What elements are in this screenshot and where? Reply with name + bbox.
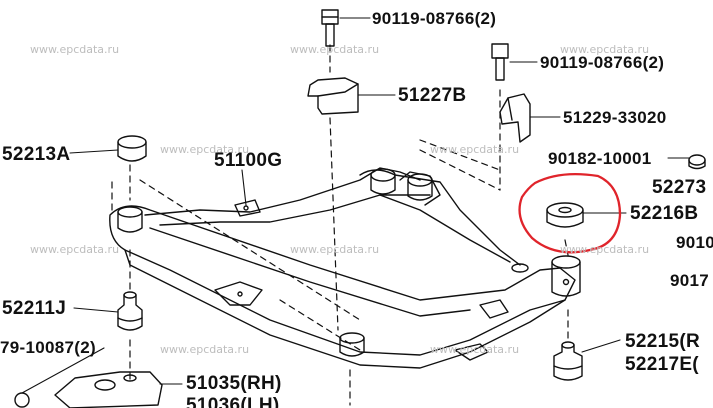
watermark: www.epcdata.ru: [560, 43, 650, 56]
callout-51100: 51100G: [214, 150, 283, 171]
dashed-leaders: [111, 44, 569, 406]
callout-9010: 9010: [676, 233, 713, 252]
callout-90119-top: 90119-08766(2): [372, 9, 497, 28]
watermark: www.epcdata.ru: [560, 243, 650, 256]
cushion-52216: [546, 202, 584, 228]
bracket-51229: [499, 93, 531, 143]
callout-52273: 52273: [652, 177, 707, 198]
watermark: www.epcdata.ru: [430, 143, 520, 156]
highlight-circle: [518, 172, 622, 254]
callout-51035: 51035(RH): [186, 373, 282, 394]
watermark: www.epcdata.ru: [290, 43, 380, 56]
cushion-52211: [117, 291, 143, 331]
cushion-52215: [553, 341, 583, 381]
washer-90179: [14, 392, 30, 408]
callout-51036: 51036(LH): [186, 395, 280, 408]
callout-90182: 90182-10001: [548, 149, 652, 168]
callout-9017: 9017: [670, 271, 710, 290]
subframe-51100: [109, 167, 581, 369]
bolt-right: [491, 43, 509, 81]
watermark: www.epcdata.ru: [430, 343, 520, 356]
callout-51227: 51227B: [398, 85, 467, 106]
callout-52213: 52213A: [2, 144, 71, 165]
watermark: www.epcdata.ru: [30, 243, 120, 256]
bolt-top: [321, 9, 339, 47]
watermark: www.epcdata.ru: [160, 343, 250, 356]
callout-90119-right: 90119-08766(2): [540, 53, 665, 72]
watermark: www.epcdata.ru: [160, 143, 250, 156]
callout-52211: 52211J: [2, 298, 67, 319]
watermark: www.epcdata.ru: [290, 243, 380, 256]
bracket-51035: [54, 371, 163, 408]
callout-52217: 52217E(: [625, 354, 699, 375]
callout-51229: 51229-33020: [563, 108, 667, 127]
nut-90182: [688, 154, 706, 170]
callout-90179: 79-10087(2): [0, 338, 96, 357]
watermark: www.epcdata.ru: [30, 43, 120, 56]
callout-leaders: [21, 17, 691, 394]
callout-52216: 52216B: [630, 203, 699, 224]
callout-52215: 52215(R: [625, 331, 700, 352]
bracket-51227: [307, 77, 359, 115]
cushion-52213: [117, 135, 147, 162]
